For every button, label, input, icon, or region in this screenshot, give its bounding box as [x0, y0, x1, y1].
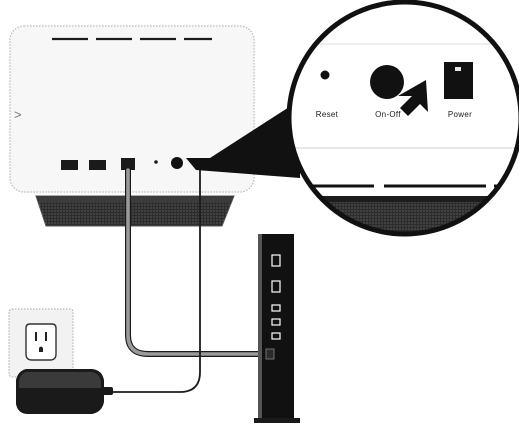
modem-indicator-lights	[271, 254, 281, 340]
wall-outlet	[8, 308, 74, 378]
on-off-button-zoomed	[370, 65, 404, 99]
usb-port-2	[89, 160, 106, 170]
modem-foot	[254, 418, 300, 423]
reset-pinhole	[154, 160, 158, 164]
pointer-arrow-icon	[398, 80, 428, 116]
reset-label: Reset	[316, 110, 339, 119]
router-base	[35, 195, 235, 227]
power-adapter	[16, 369, 113, 414]
modem-ethernet-port	[265, 348, 275, 360]
modem-body	[260, 234, 294, 420]
cables	[111, 167, 269, 393]
magnifier-ring	[286, 0, 519, 237]
power-cable	[111, 168, 201, 393]
ethernet-port	[121, 158, 135, 170]
router-body	[9, 25, 255, 193]
outlet-receptacle	[25, 323, 57, 361]
usb-port-1	[61, 160, 78, 170]
router-side-marker: >	[14, 107, 22, 122]
callout-magnifier: Reset On-Off Power	[286, 0, 519, 237]
callout-pointer	[186, 100, 300, 178]
power-label: Power	[448, 110, 472, 119]
router: >	[9, 25, 255, 227]
on-off-label: On-Off	[375, 110, 401, 119]
modem	[254, 234, 300, 423]
reset-hole-zoomed	[320, 70, 330, 80]
on-off-button	[171, 157, 183, 169]
